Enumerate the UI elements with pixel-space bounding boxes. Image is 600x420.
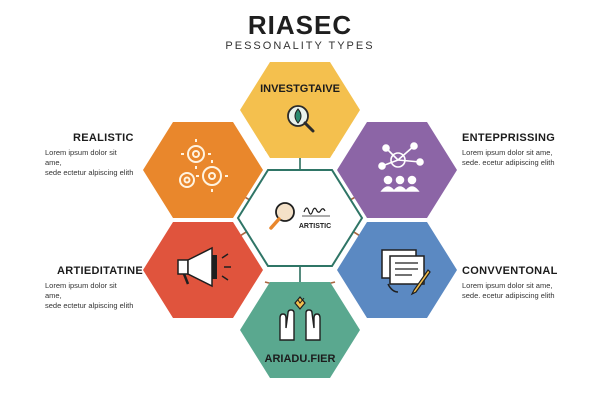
label-realistic-desc: Lorem ipsum dolor sit ame, sede ectetur … — [45, 148, 134, 177]
signature-icon — [302, 207, 330, 217]
hex-top-label: INVESTGTAIVE — [260, 83, 340, 95]
label-artieditatine: ARTIEDITATINE Lorem ipsum dolor sit ame,… — [5, 265, 143, 311]
label-realistic: REALISTIC Lorem ipsum dolor sit ame, sed… — [5, 132, 135, 178]
label-conventonal-title: CONVVENTONAL — [462, 265, 558, 277]
label-conventonal-desc: Lorem ipsum dolor sit ame, sede. ecetur … — [462, 281, 555, 300]
magnifier-icon — [269, 202, 295, 230]
center-label: ARTISTIC — [299, 223, 331, 230]
label-artieditatine-desc: Lorem ipsum dolor sit ame, sede ectetur … — [45, 281, 134, 310]
network-people-icon — [378, 142, 424, 192]
page-title: RIASEC — [247, 10, 353, 40]
gears-icon — [179, 139, 228, 192]
hex-bottom-label: ARIADU.FIER — [265, 353, 336, 365]
page-subtitle: PESSONALITY TYPES — [225, 40, 375, 52]
hex-center — [236, 169, 364, 267]
magnifier-leaf-icon — [287, 105, 315, 133]
label-artieditatine-title: ARTIEDITATINE — [57, 265, 143, 277]
megaphone-icon — [177, 246, 231, 288]
documents-pen-icon — [381, 249, 431, 296]
label-conventonal: CONVVENTONAL Lorem ipsum dolor sit ame, … — [462, 265, 592, 301]
label-realistic-title: REALISTIC — [73, 132, 134, 144]
hands-up-icon — [279, 296, 321, 341]
label-enteprissing-desc: Lorem ipsum dolor sit ame, sede. ecetur … — [462, 148, 555, 167]
hex-enterprising — [337, 122, 457, 218]
label-enteprissing-title: ENTEPPRISSING — [462, 132, 556, 144]
hex-bottom — [240, 282, 360, 378]
label-enteprissing: ENTEPPRISSING Lorem ipsum dolor sit ame,… — [462, 132, 592, 168]
hex-realistic — [143, 122, 263, 218]
